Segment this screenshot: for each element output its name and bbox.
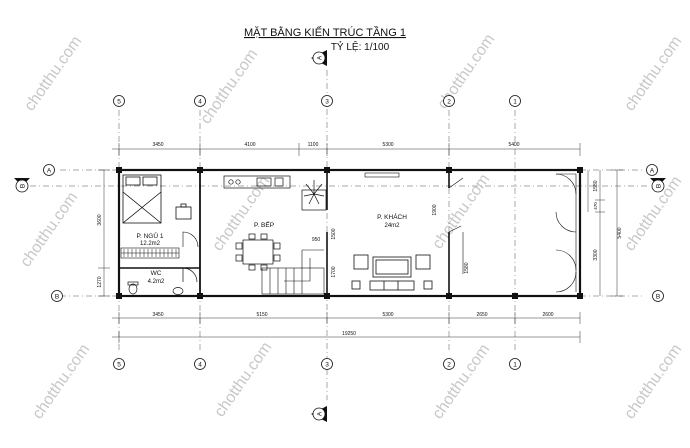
watermark: chotthu.com <box>429 171 493 252</box>
room-area-living: 24m2 <box>384 223 400 229</box>
watermark: chotthu.com <box>211 339 275 420</box>
column-label: 1 <box>513 99 517 106</box>
grid-bubbles-rows <box>43 164 664 302</box>
dim-stair: 1700 <box>331 266 337 277</box>
dining-table <box>235 233 281 271</box>
column-label: 1 <box>513 362 517 369</box>
bed <box>122 174 192 224</box>
section-marker-left <box>14 178 30 193</box>
columns <box>116 167 583 299</box>
watermark: chotthu.com <box>29 341 93 422</box>
section-label: B <box>20 184 27 188</box>
column-label: 2 <box>447 99 451 106</box>
grid-lines <box>30 70 650 400</box>
watermark: chotthu.com <box>621 341 685 422</box>
watermark: chotthu.com <box>21 33 85 114</box>
section-label: A <box>317 411 324 416</box>
room-area-bedroom: 12.2m2 <box>140 241 161 247</box>
dim-right: 5400 <box>617 227 623 238</box>
dimension-labels: 3450 4100 1100 5300 5400 3450 5150 5300 … <box>97 142 623 337</box>
dim-living-door: 1900 <box>432 204 438 215</box>
dim-left: 1270 <box>97 276 103 287</box>
dimension-lines <box>98 143 623 343</box>
kitchen-counter <box>223 175 291 189</box>
column-label: 5 <box>117 99 121 106</box>
column-label: 3 <box>325 99 329 106</box>
dim-bottom: 5150 <box>256 312 267 318</box>
wardrobe-hatch <box>123 249 177 257</box>
staircase <box>261 249 325 295</box>
section-marker-bottom <box>311 406 327 422</box>
drawing-title: MẶT BẰNG KIẾN TRÚC TẦNG 1 <box>244 26 406 39</box>
watermark: chotthu.com <box>17 189 81 270</box>
dim-top: 1100 <box>308 142 319 148</box>
grid-bubble-labels: 5 4 3 2 1 5 4 3 2 1 <box>117 99 517 369</box>
row-label: A <box>47 168 52 175</box>
watermark: chotthu.com <box>197 46 261 127</box>
dim-top: 4100 <box>244 142 255 148</box>
tv-console <box>364 172 400 178</box>
dim-left: 3600 <box>97 214 103 225</box>
dim-bottom: 2600 <box>542 312 553 318</box>
room-name-living: P. KHÁCH <box>377 212 407 221</box>
column-label: 3 <box>325 362 329 369</box>
wardrobe <box>120 247 180 259</box>
bedroom-door-swing <box>182 231 199 248</box>
row-label: B <box>656 294 660 301</box>
dim-bottom: 5300 <box>382 312 393 318</box>
dim-bottom: 2650 <box>476 312 487 318</box>
room-name-bedroom: P. NGỦ 1 <box>137 231 164 240</box>
section-marker-top <box>311 50 327 66</box>
room-name-wc: WC <box>151 270 162 277</box>
column-label: 4 <box>198 99 202 106</box>
grid-bubbles-columns <box>113 95 521 370</box>
dim-top: 5400 <box>508 142 519 148</box>
garage-doors <box>555 173 577 293</box>
drawing-scale: TỶ LỆ: 1/100 <box>331 40 390 53</box>
dim-stair: 1500 <box>331 228 337 239</box>
wc-fixtures <box>127 267 198 295</box>
living-doors <box>448 177 464 274</box>
dim-living-wall: 1580 <box>464 262 470 273</box>
row-label: A <box>650 168 655 175</box>
walls <box>117 168 582 298</box>
room-area-wc: 4.2m2 <box>148 279 165 285</box>
dim-right: 470 <box>593 202 598 210</box>
column-label: 5 <box>117 362 121 369</box>
dim-right: 1580 <box>593 180 599 191</box>
dim-bottom: 3450 <box>152 312 163 318</box>
column-label: 2 <box>447 362 451 369</box>
dim-top: 3450 <box>152 142 163 148</box>
watermark: chotthu.com <box>429 341 493 422</box>
watermark: chotthu.com <box>209 173 273 254</box>
room-name-kitchen: P. BẾP <box>254 219 274 229</box>
watermark: chotthu.com <box>621 33 685 114</box>
sofa-set <box>351 254 433 291</box>
section-label: A <box>317 55 324 60</box>
section-marker-right <box>650 178 666 193</box>
dim-right: 3300 <box>593 249 599 260</box>
dim-stair-landing: 950 <box>312 237 321 243</box>
column-label: 4 <box>198 362 202 369</box>
section-label: B <box>656 184 663 188</box>
dim-total: 19250 <box>342 331 356 337</box>
plant <box>301 180 327 211</box>
row-label: B <box>55 294 59 301</box>
dim-top: 5300 <box>382 142 393 148</box>
